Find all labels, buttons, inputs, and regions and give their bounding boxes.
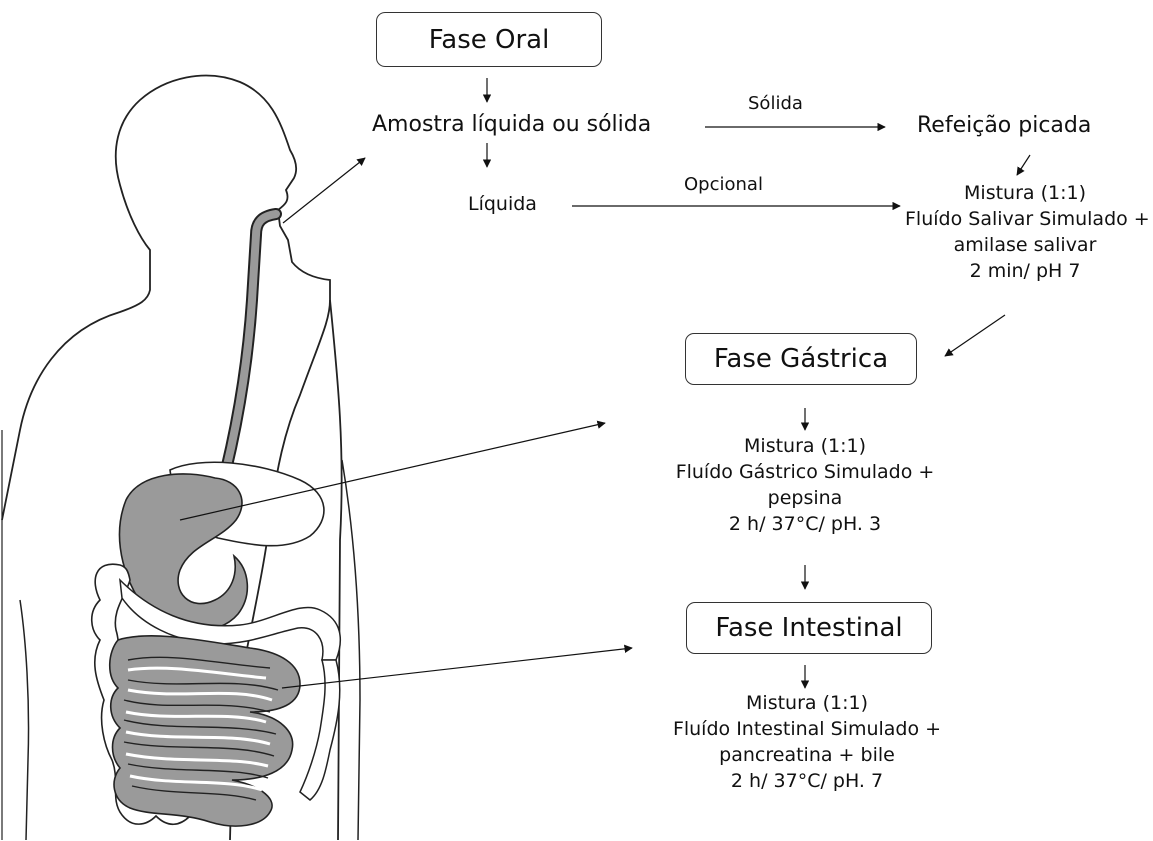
ascending-colon [300, 660, 340, 800]
oral-mix-line: amilase salivar [905, 232, 1145, 258]
intestinal-mixture-block: Mistura (1:1) Fluído Intestinal Simulado… [662, 690, 952, 794]
fase-intestinal-box: Fase Intestinal [686, 602, 932, 654]
fase-intestinal-title: Fase Intestinal [715, 613, 902, 643]
gastric-mixture-block: Mistura (1:1) Fluído Gástrico Simulado +… [665, 433, 945, 537]
right-arm-outline [330, 300, 342, 840]
arrow-saliva-to-gastric [945, 315, 1005, 356]
intestinal-mix-line: Mistura (1:1) [662, 690, 952, 716]
left-arm-outline [20, 600, 29, 840]
gastric-mix-line: Mistura (1:1) [665, 433, 945, 459]
solid-label: Sólida [748, 93, 803, 114]
oral-mixture-block: Mistura (1:1) Fluído Salivar Simulado + … [905, 180, 1145, 284]
fase-oral-box: Fase Oral [376, 12, 602, 67]
fase-gastrica-box: Fase Gástrica [685, 333, 917, 385]
right-inner-arm [342, 460, 360, 840]
arrow-meal-down [1017, 155, 1030, 175]
oral-mix-line: Fluído Salivar Simulado + [905, 206, 1145, 232]
intestinal-mix-line: pancreatina + bile [662, 742, 952, 768]
gastric-mix-line: Fluído Gástrico Simulado + [665, 459, 945, 485]
sample-label: Amostra líquida ou sólida [372, 112, 651, 137]
liquid-label: Líquida [468, 193, 537, 215]
intestinal-mix-line: Fluído Intestinal Simulado + [662, 716, 952, 742]
fase-gastrica-title: Fase Gástrica [714, 344, 888, 374]
gastric-mix-line: 2 h/ 37°C/ pH. 3 [665, 511, 945, 537]
oral-mix-line: Mistura (1:1) [905, 180, 1145, 206]
optional-label: Opcional [684, 174, 763, 195]
meal-label: Refeição picada [917, 113, 1091, 138]
gastric-mix-line: pepsina [665, 485, 945, 511]
intestinal-mix-line: 2 h/ 37°C/ pH. 7 [662, 768, 952, 794]
fase-oral-title: Fase Oral [429, 25, 550, 55]
small-intestine [110, 636, 300, 826]
oral-mix-line: 2 min/ pH 7 [905, 258, 1145, 284]
